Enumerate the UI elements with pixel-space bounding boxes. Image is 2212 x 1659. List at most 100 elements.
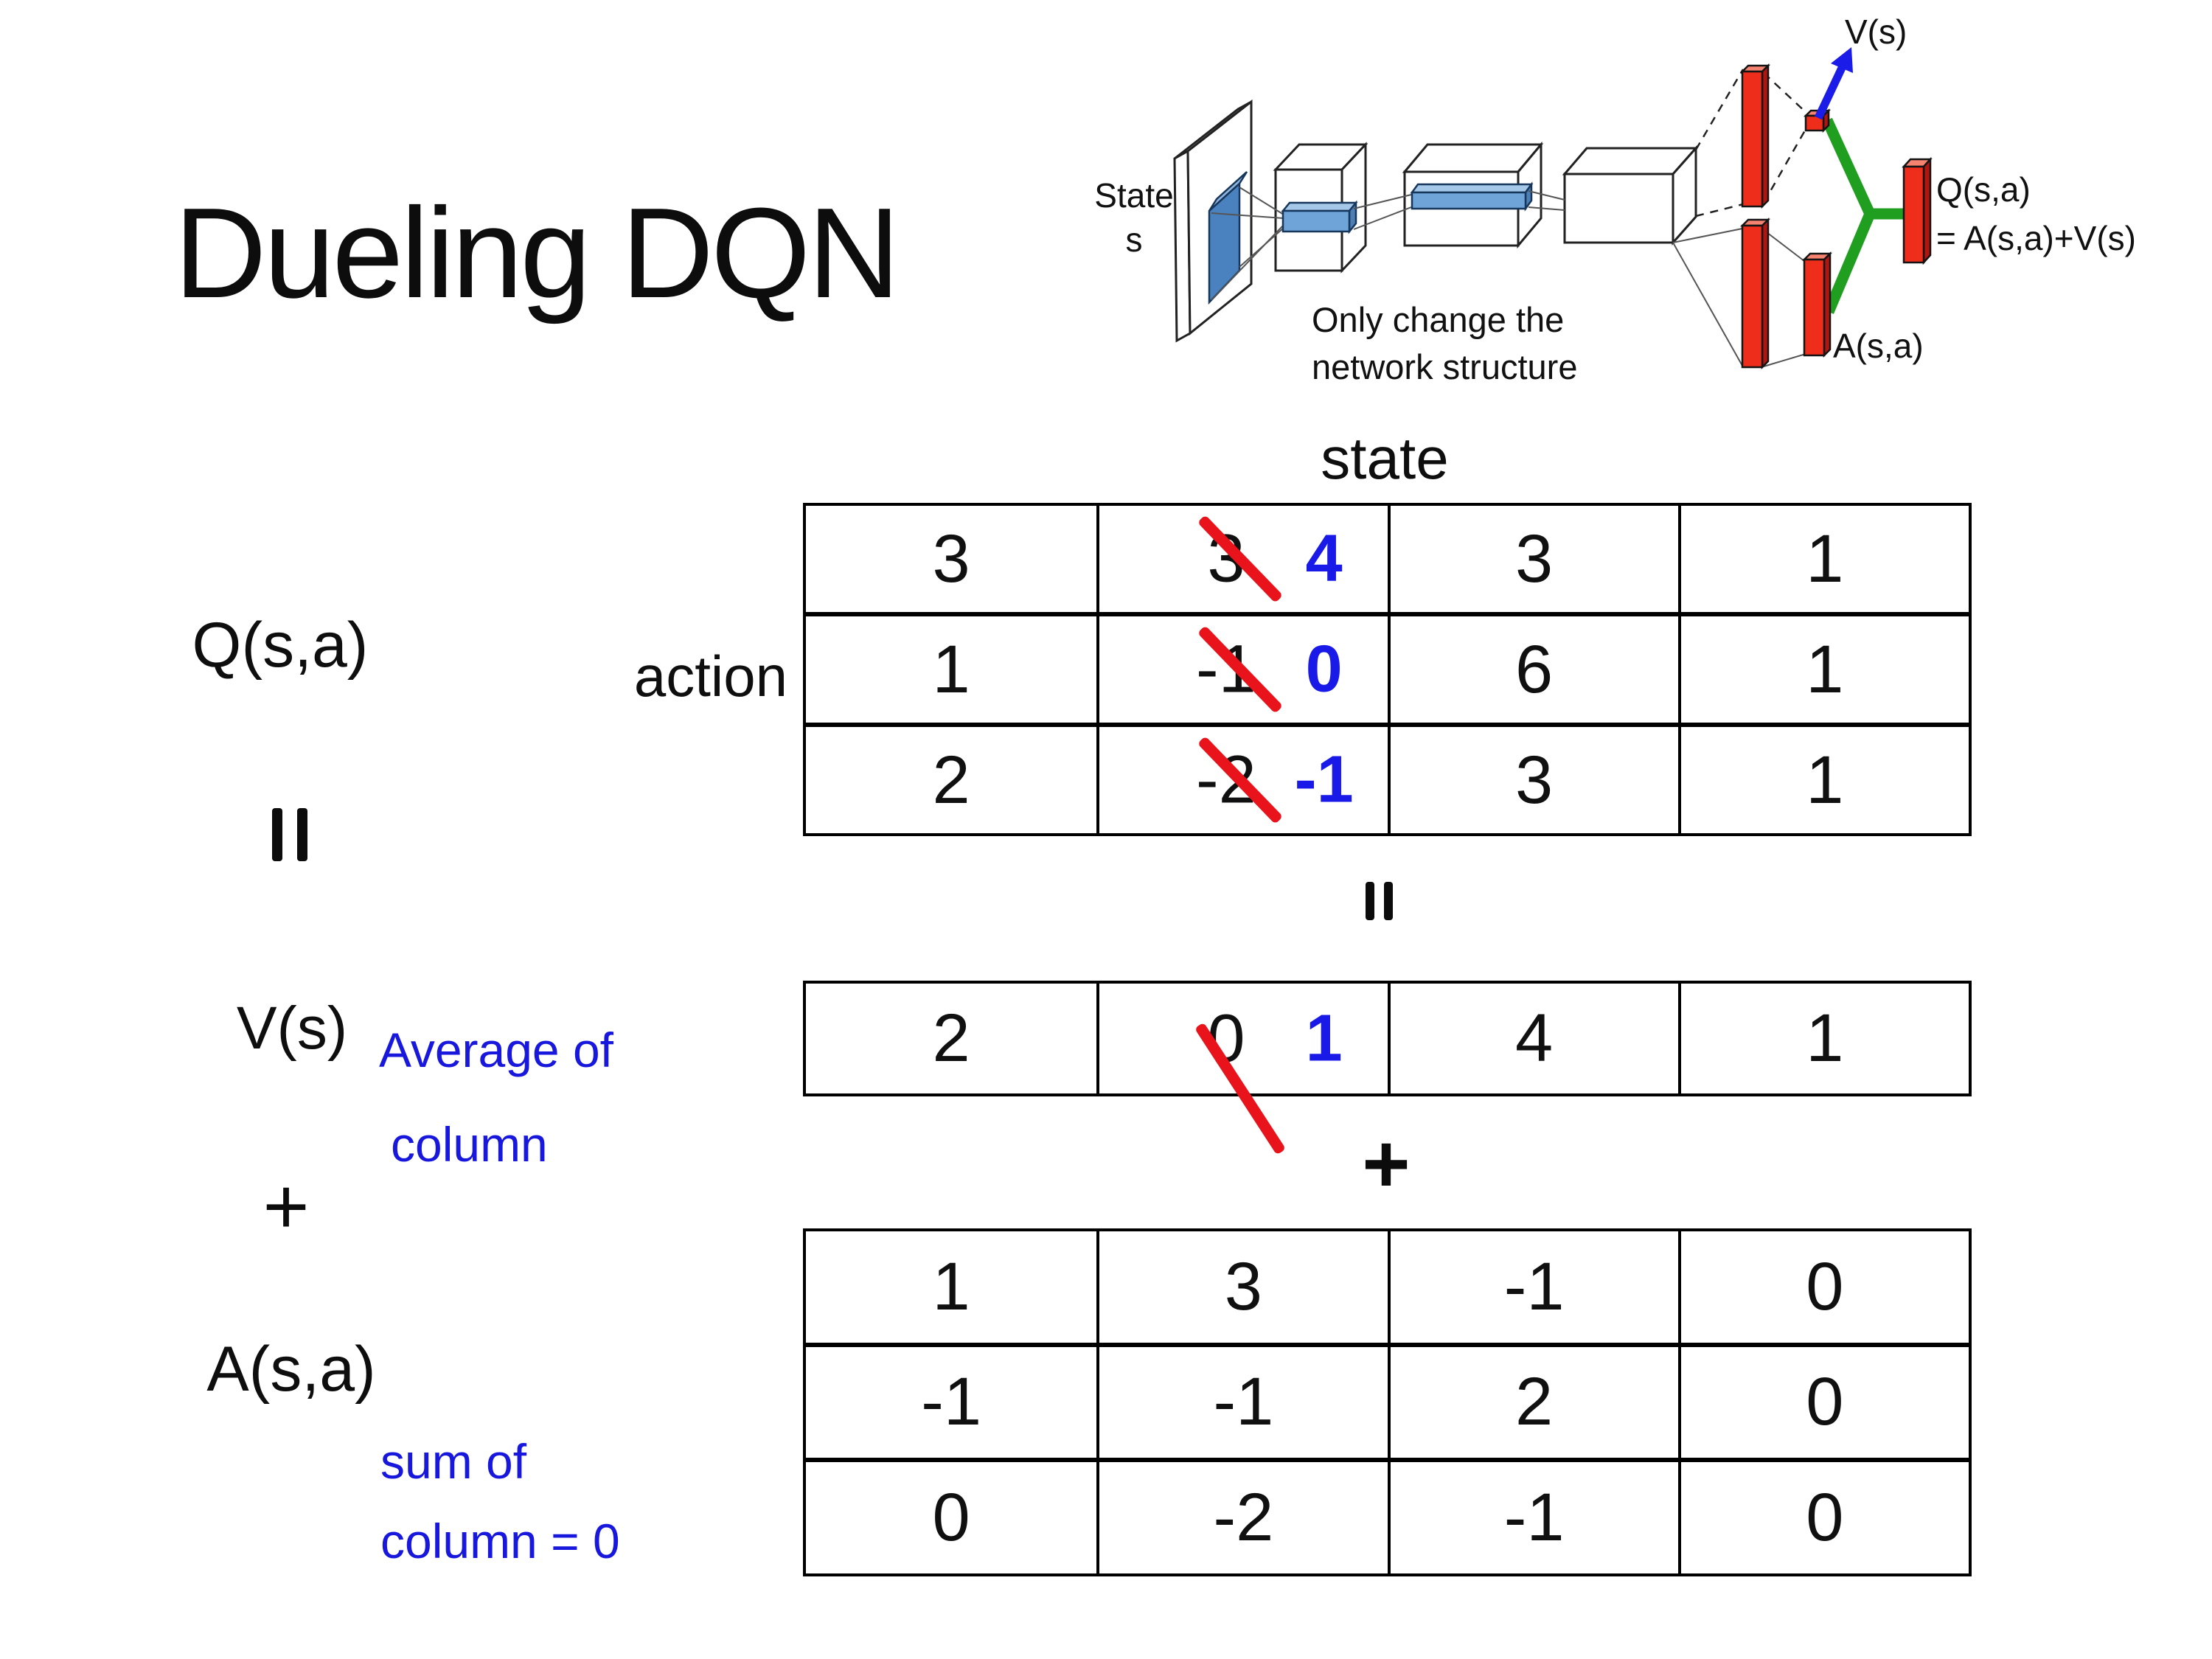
q-cell: 3 (1387, 723, 1678, 833)
cell-value: 0 (1806, 1248, 1844, 1324)
equals-bar (272, 808, 282, 861)
advantage-bar (1801, 251, 1833, 358)
equals-bar (1365, 882, 1374, 920)
cell-value: 1 (932, 1248, 970, 1324)
q-cell: 1 (806, 612, 1097, 723)
equation-q-label: Q(s,a) (192, 610, 369, 681)
a-cell: 0 (1677, 1342, 1969, 1458)
equals-sign-rotated-center (1351, 882, 1407, 920)
equals-bar (297, 808, 307, 861)
a-cell: -1 (806, 1342, 1097, 1458)
value-arrow (1815, 47, 1853, 120)
q-cell-struck: -1 0 (1096, 612, 1388, 723)
cell-value: 1 (1806, 1001, 1844, 1076)
cell-value: 6 (1515, 631, 1554, 707)
new-value: 0 (1305, 632, 1343, 706)
q-table: 3 3 4 3 1 1 -1 0 6 1 2 -2 -1 3 1 (803, 503, 1972, 836)
feature-bar-small (1281, 200, 1358, 234)
a-cell: -1 (1387, 1458, 1678, 1573)
diagram-note-line2: network structure (1312, 347, 1578, 386)
q-output-bar (1902, 156, 1933, 265)
cell-value: 2 (932, 1001, 970, 1076)
a-cell: 3 (1096, 1231, 1387, 1343)
cell-value: 3 (1515, 742, 1554, 818)
sum-note-line1: sum of (380, 1434, 527, 1489)
cell-value: 3 (1224, 1248, 1262, 1324)
cell-value: 1 (932, 631, 970, 707)
new-value: 4 (1305, 521, 1343, 596)
a-cell: 0 (1677, 1231, 1969, 1343)
dueling-network-diagram (1173, 47, 1933, 370)
average-note-line1: Average of (379, 1023, 614, 1077)
equation-v-label: V(s) (236, 995, 348, 1062)
connection-lines-1 (1211, 187, 1284, 301)
cell-value: 0 (932, 1480, 970, 1556)
connection-lines-3 (1528, 190, 1565, 211)
equation-action-label: action (633, 644, 787, 709)
cell-value: 2 (1515, 1364, 1554, 1440)
a-cell: 1 (806, 1231, 1096, 1343)
q-cell: 1 (1677, 723, 1969, 833)
a-cell: 0 (1677, 1458, 1969, 1573)
cell-value: 1 (1806, 742, 1844, 818)
advantage-stream-lines (1672, 228, 1806, 367)
aggregate-junction (1822, 117, 1905, 314)
feature-bar-long (1410, 181, 1534, 212)
equals-bar (1383, 882, 1393, 920)
diagram-state-s-label: s (1125, 220, 1143, 259)
diagram-state-label: State (1094, 176, 1174, 215)
cell-value: 0 (1806, 1480, 1844, 1556)
cell-value: -1 (1503, 1248, 1565, 1324)
connection-lines-2 (1353, 194, 1412, 230)
a-cell: 2 (1387, 1342, 1678, 1458)
cell-value: 2 (932, 742, 970, 818)
diagram-v-label: V(s) (1845, 13, 1907, 51)
diagram-note-line1: Only change the (1312, 300, 1565, 339)
new-value: -1 (1294, 742, 1354, 817)
cell-value: -1 (1503, 1480, 1565, 1556)
equals-sign-rotated-left (257, 808, 323, 861)
plus-sign-left: + (262, 1161, 310, 1251)
a-cell: 0 (806, 1458, 1097, 1573)
cell-value: -1 (1213, 1364, 1274, 1440)
value-stream-dashed-lines (1694, 69, 1809, 218)
v-table: 2 0 1 4 1 (803, 981, 1972, 1155)
slide-title: Dueling DQN (174, 181, 900, 324)
average-note-line2: column (391, 1117, 548, 1172)
plus-sign-center: + (1362, 1117, 1411, 1210)
q-cell: 3 (806, 506, 1096, 612)
equation-a-label: A(s,a) (206, 1334, 376, 1405)
sum-note-line2: column = 0 (380, 1514, 620, 1568)
new-value: 1 (1305, 1001, 1343, 1075)
q-cell: 2 (806, 723, 1097, 833)
cell-value: 3 (932, 521, 970, 597)
cell-value: 3 (1515, 521, 1554, 597)
v-cell: 1 (1677, 984, 1969, 1093)
q-cell-struck: -2 -1 (1096, 723, 1388, 833)
v-cell: 4 (1387, 984, 1678, 1093)
cell-value: -1 (921, 1364, 982, 1440)
q-cell-struck: 3 4 (1096, 506, 1387, 612)
diagram-q-label: Q(s,a) (1936, 170, 2031, 209)
a-cell: -2 (1096, 1458, 1388, 1573)
cell-value: 4 (1515, 1001, 1554, 1076)
a-table: 1 3 -1 0 -1 -1 2 0 0 -2 -1 0 (803, 1228, 1972, 1576)
q-cell: 1 (1677, 506, 1969, 612)
v-cell-struck: 0 1 (1096, 984, 1387, 1155)
fc-box (1562, 145, 1699, 246)
q-cell: 6 (1387, 612, 1678, 723)
state-column-label: state (1321, 425, 1449, 491)
fc-red-bar-top (1739, 63, 1771, 209)
cell-value: 1 (1806, 631, 1844, 707)
q-cell: 3 (1387, 506, 1678, 612)
cell-value: -2 (1213, 1480, 1274, 1556)
fc-red-bar-bottom (1739, 217, 1771, 370)
a-cell: -1 (1096, 1342, 1388, 1458)
a-cell: -1 (1387, 1231, 1678, 1343)
diagram-q-formula: = A(s,a)+V(s) (1936, 219, 2136, 257)
v-cell: 2 (806, 984, 1096, 1093)
cell-value: 0 (1806, 1364, 1844, 1440)
q-cell: 1 (1677, 612, 1969, 723)
cell-value: 1 (1806, 521, 1844, 597)
